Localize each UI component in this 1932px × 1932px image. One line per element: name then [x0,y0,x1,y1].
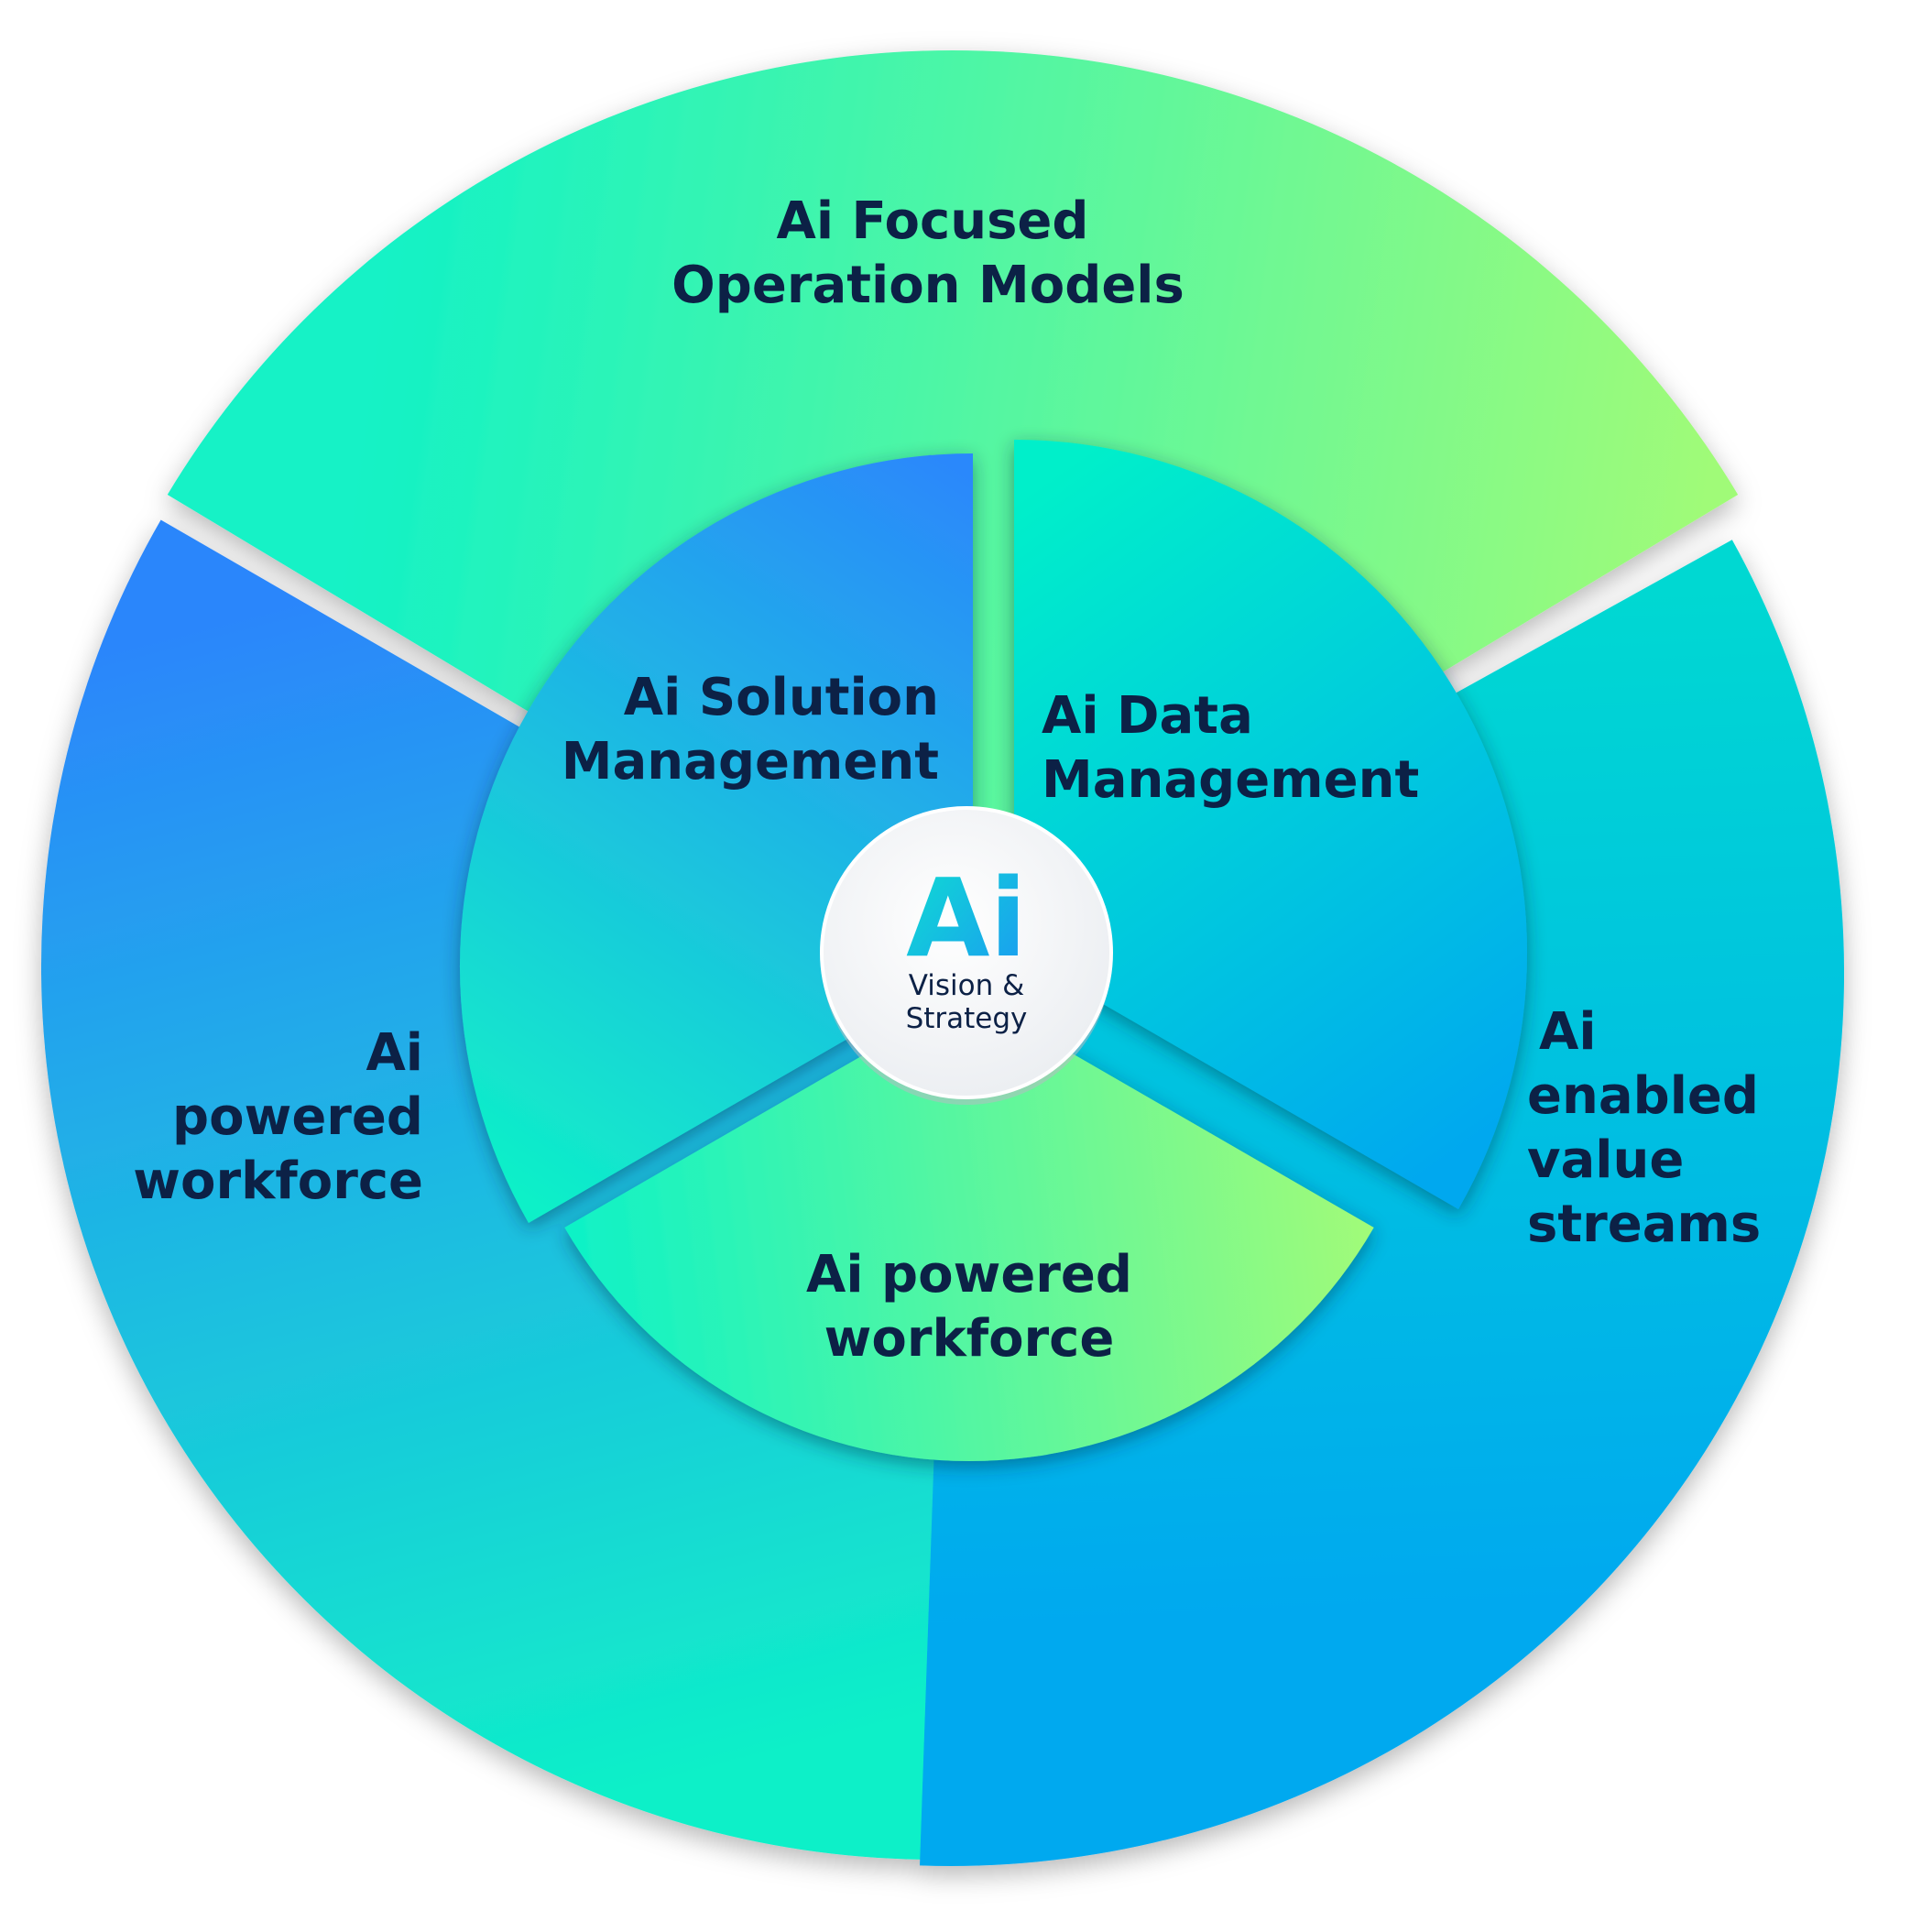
center-subtitle-line1: Vision & [909,969,1025,1002]
label-outer-left-line3: workforce [133,1152,423,1211]
label-outer-left-line2: powered [172,1087,423,1147]
ai-logo: Ai [906,855,1027,981]
label-outer-top-line2: Operation Models [671,256,1184,315]
label-inner-bottom-line1: Ai powered [806,1245,1132,1304]
label-outer-right-line3: value [1527,1130,1684,1190]
inner-segment-top-right [1014,440,1528,1209]
center-subtitle-line2: Strategy [906,1002,1028,1035]
label-inner-bottom-line2: workforce [824,1309,1115,1369]
label-outer-right-line4: streams [1527,1195,1761,1254]
label-inner-top-left-line1: Ai Solution [624,668,939,727]
label-outer-left: Ai powered workforce [133,1023,423,1211]
label-outer-top: Ai Focused Operation Models [671,191,1184,315]
center-badge: Ai Vision & Strategy [820,806,1113,1105]
label-inner-top-right-line1: Ai Data [1042,686,1253,746]
label-inner-top-left-line2: Management [562,732,939,791]
label-inner-top-right: Ai Data Management [1042,686,1419,810]
label-inner-top-left: Ai Solution Management [562,668,939,791]
label-inner-bottom: Ai powered workforce [806,1245,1132,1369]
label-outer-top-line1: Ai Focused [777,191,1089,251]
inner-segment-bottom [564,994,1374,1462]
label-inner-top-right-line2: Management [1042,750,1419,810]
label-outer-left-line1: Ai [366,1023,423,1083]
label-outer-right-line2: enabled [1527,1066,1759,1126]
label-outer-right-line1: Ai [1539,1002,1597,1062]
label-outer-right: Ai enabled value streams [1527,1002,1761,1254]
